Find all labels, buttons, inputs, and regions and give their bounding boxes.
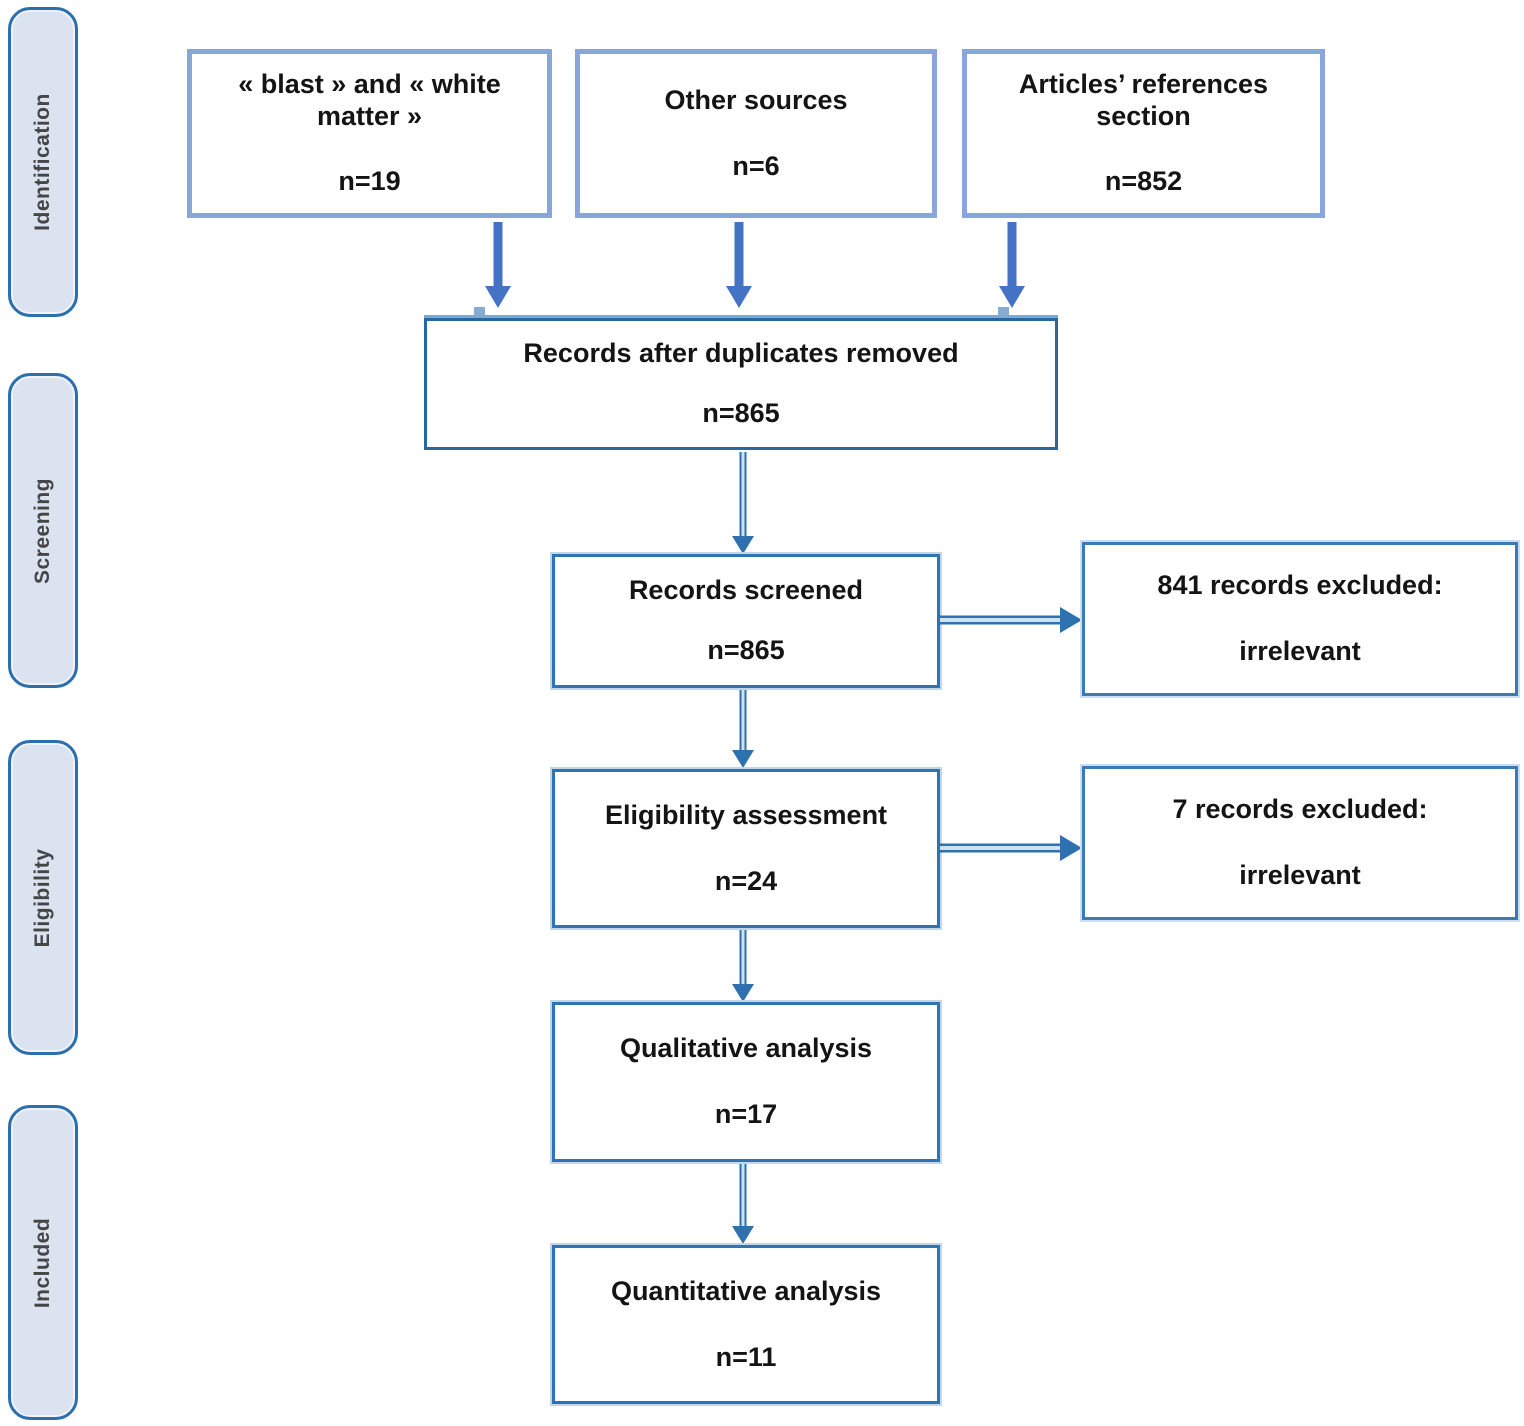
box-title-line: section: [1096, 100, 1191, 131]
arrow-shaft: [1007, 222, 1017, 286]
box-reason: irrelevant: [1239, 636, 1361, 666]
box-count: n=11: [715, 1341, 777, 1372]
arrow-head: [1060, 835, 1082, 861]
arrow-head: [732, 1226, 754, 1244]
stage-label: Identification: [31, 93, 54, 231]
dedup-box: Records after duplicates removed n=865: [424, 318, 1058, 450]
quantitative-box: Quantitative analysis n=11: [552, 1245, 940, 1404]
source-box-other-sources: Other sources n=6: [575, 49, 937, 218]
box-count: n=852: [1104, 166, 1183, 197]
box-title: Qualitative analysis: [619, 1033, 873, 1064]
arrow-shaft: [940, 615, 1062, 625]
arrow-eligibility-to-qualitative: [730, 930, 756, 1002]
stage-label: Screening: [31, 477, 54, 584]
box-title: « blast » and « white matter »: [238, 69, 501, 133]
box-title: Records after duplicates removed: [523, 338, 959, 369]
arrow-head: [732, 750, 754, 768]
stage-screening: Screening: [8, 373, 78, 688]
connector-tick: [998, 307, 1009, 316]
arrow-screened-to-eligibility: [730, 690, 756, 768]
stage-eligibility: Eligibility: [8, 740, 78, 1055]
box-title: Other sources: [664, 85, 847, 117]
arrow-head: [732, 984, 754, 1002]
screened-box: Records screened n=865: [552, 554, 940, 688]
box-title-line: Articles’ references: [1018, 68, 1269, 99]
box-count: n=19: [338, 166, 401, 197]
box-title: 841 records excluded:: [1157, 570, 1443, 601]
box-count: n=24: [714, 865, 778, 896]
arrow-source2-down: [726, 222, 752, 308]
arrow-head: [726, 286, 752, 308]
box-count: n=865: [702, 398, 780, 428]
eligibility-excluded-box: 7 records excluded: irrelevant: [1082, 766, 1518, 920]
box-title: Articles’ references section: [1019, 69, 1268, 133]
arrow-qualitative-to-quantitative: [730, 1164, 756, 1244]
box-title-line: « blast » and « white: [238, 68, 501, 99]
stage-label: Eligibility: [31, 848, 54, 947]
box-title-line: Other sources: [664, 84, 848, 115]
box-title: Records screened: [628, 575, 864, 606]
source-box-articles-references: Articles’ references section n=852: [962, 49, 1325, 218]
arrow-shaft: [739, 452, 747, 536]
arrow-head: [999, 286, 1025, 308]
arrow-head: [732, 536, 754, 554]
stage-identification: Identification: [8, 7, 78, 317]
stage-label: Included: [31, 1217, 54, 1308]
connector-tick: [474, 307, 485, 316]
arrow-eligibility-to-excluded: [940, 835, 1082, 861]
box-title: Quantitative analysis: [610, 1275, 882, 1306]
arrow-source1-down: [485, 222, 511, 308]
arrow-dedup-to-screened: [730, 452, 756, 554]
box-title: Eligibility assessment: [604, 799, 888, 830]
arrow-shaft: [734, 222, 744, 286]
source-box-blast-white-matter: « blast » and « white matter » n=19: [187, 49, 552, 218]
screening-excluded-box: 841 records excluded: irrelevant: [1082, 542, 1518, 696]
box-title-line: matter »: [316, 100, 423, 131]
stage-included: Included: [8, 1105, 78, 1420]
arrow-head: [485, 286, 511, 308]
arrow-shaft: [739, 690, 747, 750]
box-title: 7 records excluded:: [1172, 794, 1428, 825]
arrow-shaft: [940, 843, 1062, 853]
box-count: n=865: [707, 635, 785, 665]
arrow-shaft: [739, 1164, 747, 1226]
box-count: n=17: [714, 1099, 778, 1129]
eligibility-box: Eligibility assessment n=24: [552, 769, 940, 928]
box-count: n=6: [732, 150, 780, 181]
arrow-shaft: [739, 930, 747, 984]
arrow-head: [1060, 607, 1082, 633]
qualitative-box: Qualitative analysis n=17: [552, 1002, 940, 1162]
arrow-source3-down: [999, 222, 1025, 308]
box-reason: irrelevant: [1239, 860, 1361, 890]
arrow-shaft: [493, 222, 503, 286]
arrow-screened-to-excluded: [940, 607, 1082, 633]
